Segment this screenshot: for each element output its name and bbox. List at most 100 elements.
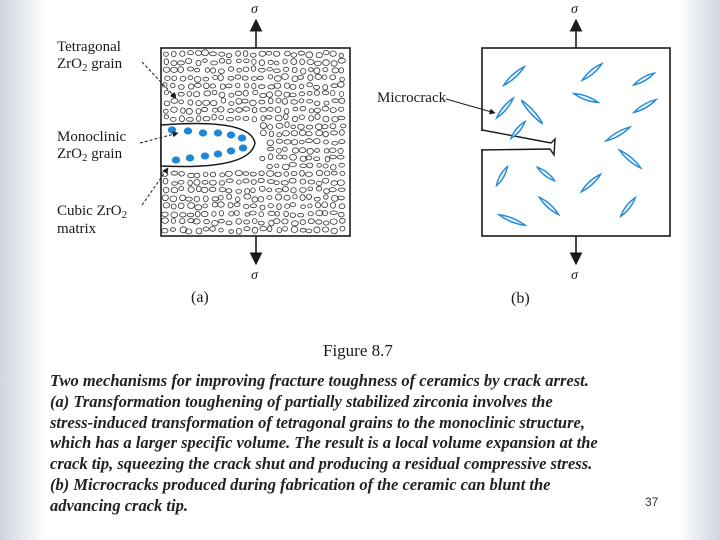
matrix-grain xyxy=(252,89,259,96)
matrix-grain xyxy=(321,201,329,209)
matrix-grain xyxy=(225,58,232,65)
matrix-grain xyxy=(185,196,193,202)
microcrack-lens xyxy=(520,99,544,125)
matrix-grain xyxy=(195,227,203,235)
monoclinic-grain xyxy=(200,152,210,160)
matrix-grain xyxy=(328,147,337,153)
monoclinic-grain xyxy=(238,144,248,152)
matrix-grain xyxy=(242,66,250,73)
matrix-grain xyxy=(322,163,329,169)
microcrack-lens xyxy=(501,64,527,88)
matrix-grain xyxy=(260,115,266,122)
matrix-grain xyxy=(170,106,178,113)
matrix-grain xyxy=(337,115,346,121)
matrix-grain xyxy=(234,74,242,80)
monoclinic-grain xyxy=(198,129,208,137)
matrix-grain xyxy=(289,202,297,208)
sigma-a-bottom: σ xyxy=(251,268,258,283)
matrix-grain xyxy=(281,73,289,80)
matrix-grain xyxy=(297,50,305,56)
matrix-grain xyxy=(241,75,249,81)
matrix-grain xyxy=(161,194,169,202)
matrix-grain xyxy=(321,90,330,96)
matrix-grain xyxy=(220,97,227,104)
label-tetragonal-line2: ZrO2 grain xyxy=(57,56,123,74)
leader-monoclinic xyxy=(139,131,179,144)
matrix-grain xyxy=(218,227,224,233)
matrix-grain xyxy=(306,162,314,169)
matrix-grain xyxy=(236,67,242,73)
matrix-grain xyxy=(204,67,210,73)
matrix-grain xyxy=(208,51,217,57)
sigma-b-bottom: σ xyxy=(571,268,578,283)
matrix-grain xyxy=(313,156,321,162)
matrix-grain xyxy=(314,123,323,130)
matrix-grain xyxy=(235,107,243,113)
label-tetragonal: Tetragonal ZrO2 grain xyxy=(57,39,122,74)
matrix-grain xyxy=(305,228,313,234)
matrix-grain xyxy=(242,178,250,184)
matrix-grain xyxy=(291,67,298,74)
matrix-grain xyxy=(249,203,257,209)
matrix-grain xyxy=(217,218,225,224)
matrix-grain xyxy=(170,98,179,104)
matrix-grain xyxy=(187,75,193,81)
matrix-grain xyxy=(161,211,169,217)
matrix-grain xyxy=(340,123,347,129)
matrix-grain xyxy=(184,228,193,235)
matrix-grain xyxy=(323,194,329,200)
matrix-grain xyxy=(185,58,193,65)
matrix-grain xyxy=(330,227,338,234)
matrix-grain xyxy=(308,115,314,122)
matrix-grain xyxy=(280,180,289,186)
matrix-grain xyxy=(179,226,188,234)
panel-b-crack xyxy=(481,129,556,158)
matrix-grain xyxy=(258,84,266,89)
matrix-grain xyxy=(178,171,185,177)
matrix-grain xyxy=(266,187,273,193)
matrix-grain xyxy=(288,162,297,168)
matrix-grain xyxy=(163,108,169,114)
matrix-grain xyxy=(249,99,257,107)
matrix-grain xyxy=(211,89,218,96)
matrix-grain xyxy=(186,212,195,218)
matrix-grain xyxy=(200,210,209,218)
matrix-grain xyxy=(288,92,297,98)
matrix-grain xyxy=(298,83,305,90)
matrix-grain xyxy=(163,114,169,120)
matrix-grain xyxy=(249,210,257,216)
matrix-grain xyxy=(300,68,307,75)
matrix-grain xyxy=(193,76,202,83)
matrix-grain xyxy=(289,84,297,90)
matrix-grain xyxy=(282,58,288,65)
matrix-grain xyxy=(313,107,321,114)
matrix-grain xyxy=(282,186,289,193)
matrix-grain xyxy=(244,212,250,217)
matrix-grain xyxy=(306,90,313,96)
matrix-grain xyxy=(289,154,298,161)
matrix-grain xyxy=(224,170,233,177)
matrix-grain xyxy=(304,171,313,177)
matrix-grain xyxy=(171,181,179,186)
matrix-grain xyxy=(178,115,185,123)
matrix-grain xyxy=(170,203,177,210)
matrix-grain xyxy=(225,178,234,183)
figure-title: Figure 8.7 xyxy=(323,341,393,360)
matrix-grain xyxy=(299,170,305,177)
matrix-grain xyxy=(339,225,346,232)
matrix-grain xyxy=(283,113,289,120)
matrix-grain xyxy=(171,50,177,58)
matrix-grain xyxy=(251,226,259,234)
matrix-grain xyxy=(283,171,290,177)
figure-caption: Two mechanisms for improving fracture to… xyxy=(50,371,598,515)
matrix-grain xyxy=(218,51,226,57)
monoclinic-grain xyxy=(171,156,181,164)
matrix-grain xyxy=(242,171,250,176)
matrix-grain xyxy=(178,99,184,105)
matrix-grain xyxy=(329,50,337,57)
matrix-grain xyxy=(314,100,321,106)
matrix-grain xyxy=(274,211,280,217)
matrix-grain xyxy=(193,172,201,179)
matrix-grain xyxy=(203,219,210,225)
